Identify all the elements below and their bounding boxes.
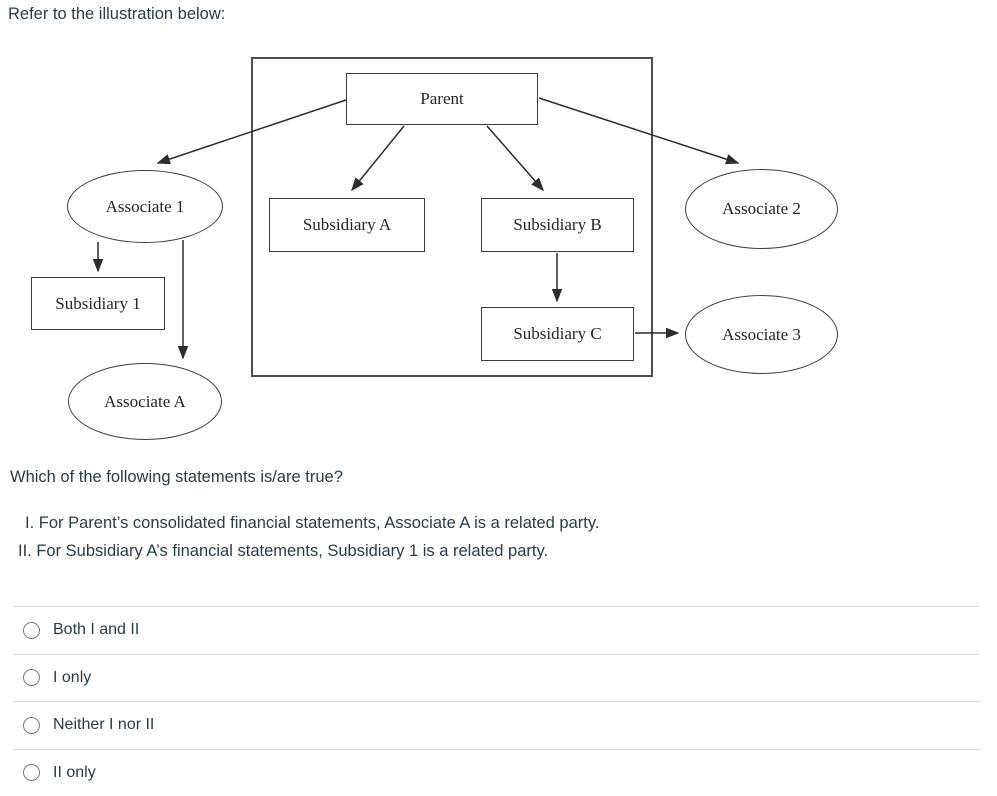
group-boundary-rect [251, 57, 653, 377]
radio-button[interactable] [23, 621, 40, 639]
option-row-ii-only[interactable]: II only [14, 748, 980, 796]
node-subsidiary-b: Subsidiary B [481, 198, 634, 252]
option-label: Neither I nor II [53, 716, 155, 734]
node-parent: Parent [346, 73, 538, 125]
option-label: I only [53, 668, 92, 686]
radio-button[interactable] [23, 764, 40, 782]
node-subsidiary-a: Subsidiary A [269, 198, 425, 252]
option-row-i-only[interactable]: I only [14, 653, 980, 702]
intro-text: Refer to the illustration below: [8, 5, 226, 23]
option-label: II only [53, 763, 96, 781]
question-prompt: Which of the following statements is/are… [10, 468, 343, 486]
statement-2: II. For Subsidiary A’s financial stateme… [18, 542, 549, 560]
node-subsidiary-c: Subsidiary C [481, 307, 634, 361]
statement-1: I. For Parent’s consolidated financial s… [25, 514, 600, 532]
node-associate-1: Associate 1 [67, 170, 223, 243]
node-associate-2: Associate 2 [685, 169, 838, 249]
radio-button[interactable] [23, 716, 40, 734]
option-label: Both I and II [53, 621, 140, 639]
node-associate-a: Associate A [68, 363, 222, 440]
option-row-neither-i-nor-ii[interactable]: Neither I nor II [14, 701, 980, 749]
radio-button[interactable] [23, 669, 40, 687]
node-subsidiary-1: Subsidiary 1 [31, 277, 165, 330]
answer-options-list: Both I and II I only Neither I nor II II… [14, 606, 980, 796]
option-row-both-i-and-ii[interactable]: Both I and II [14, 606, 980, 654]
node-associate-3: Associate 3 [685, 295, 838, 374]
